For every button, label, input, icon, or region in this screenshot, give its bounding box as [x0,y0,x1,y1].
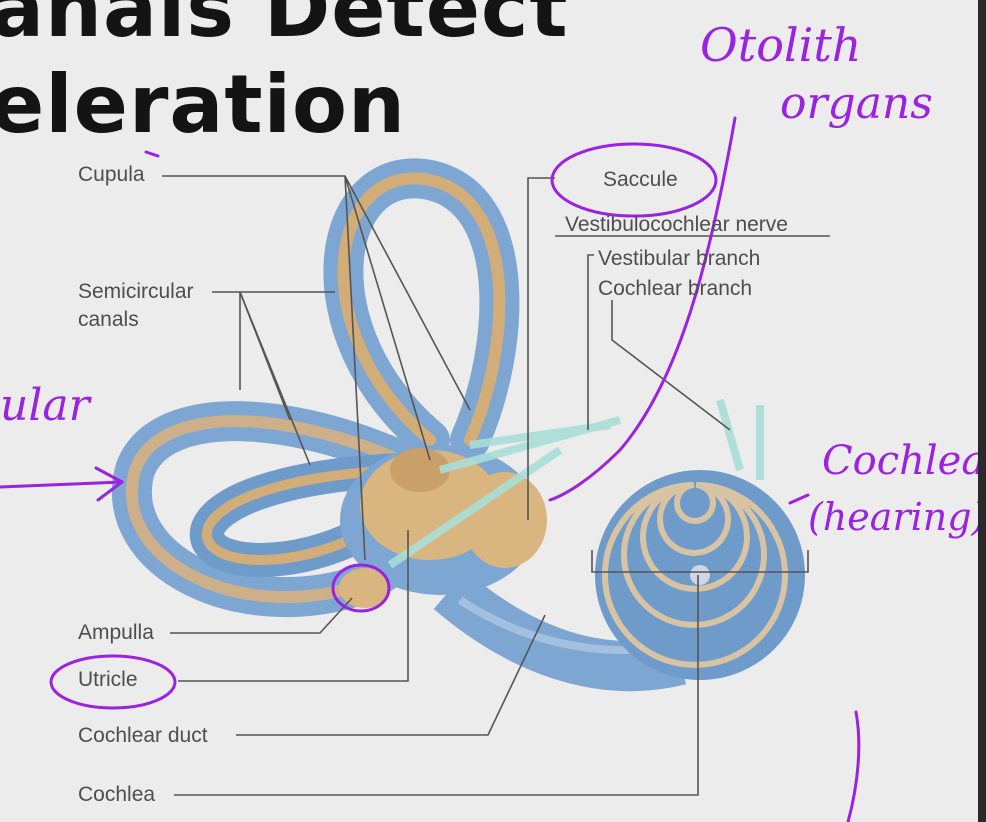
otolith-pointer-line [548,116,737,502]
left-arrow-head [94,466,124,502]
utricle-organ-circle [331,563,391,613]
handwritten-marks [0,116,861,822]
left-arrow-shaft [0,480,124,489]
label-vestibular-branch: Vestibular branch [598,247,761,270]
handwritten-organs-text: organs [780,78,933,129]
cochlea-illustration [595,470,805,680]
label-cochlear-branch: Cochlear branch [598,277,753,300]
label-semicircular-canals-line1: Semicircular [78,280,194,303]
handwritten-otolith: Otolith [700,18,862,72]
handwritten-hearing: (hearing) [808,495,986,539]
label-ampulla: Ampulla [78,621,154,644]
label-vestibulocochlear-nerve: Vestibulocochlear nerve [565,213,788,236]
saccule-circle [550,142,718,218]
window-edge [978,0,986,822]
vestibulocochlear-nerve-illustration [387,398,764,569]
cupula-tick [144,150,160,158]
handwritten-left-word: ular [0,380,90,431]
label-cochlear-duct: Cochlear duct [78,724,208,747]
label-utricle: Utricle [78,668,138,691]
label-cupula: Cupula [78,163,145,186]
anterior-canal-inner [337,172,506,446]
label-saccule: Saccule [603,168,678,191]
handwritten-cochlea: Cochlea [822,438,986,484]
label-cochlea: Cochlea [78,783,156,806]
utricle-circle [49,654,177,710]
stray-stroke [846,710,861,822]
cochlea-pointer-dash [788,493,810,505]
vestibule-illustration [339,445,547,608]
slide-title-line-1: anals Detect [0,0,569,55]
slide-title-line-2: eleration [0,58,406,151]
leader-lines [162,175,830,796]
label-semicircular-canals-line2: canals [78,308,139,331]
